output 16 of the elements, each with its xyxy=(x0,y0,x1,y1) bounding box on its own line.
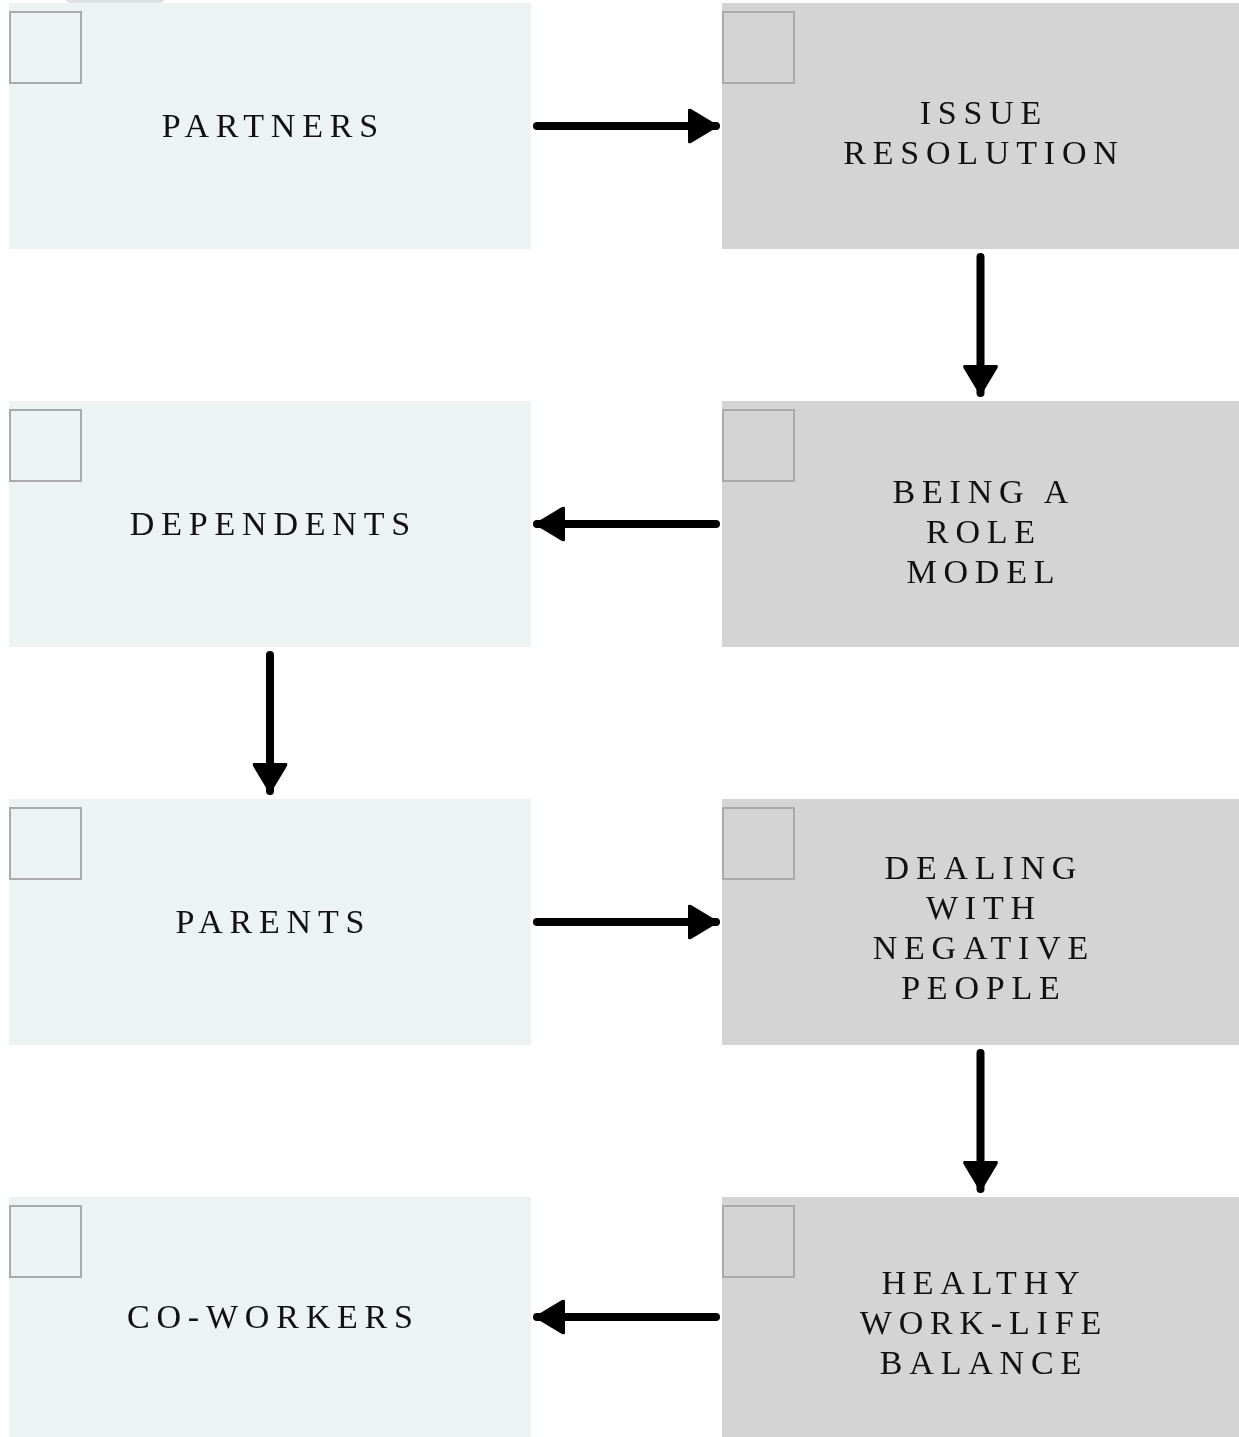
process-box xyxy=(722,3,1239,249)
box-label: DEPENDENTS xyxy=(128,503,417,544)
box-label: PARENTS xyxy=(174,901,372,942)
box-label: HEALTHY WORK-LIFE BALANCE xyxy=(858,1262,1109,1384)
process-box xyxy=(9,3,531,249)
process-box xyxy=(9,1197,531,1437)
box-label: CO-WORKERS xyxy=(126,1296,420,1337)
process-box xyxy=(722,1197,1239,1437)
process-box xyxy=(9,799,531,1045)
process-box xyxy=(722,799,1239,1045)
process-box xyxy=(9,401,531,647)
process-box xyxy=(722,401,1239,647)
box-label: BEING A ROLE MODEL xyxy=(891,471,1077,593)
box-label: DEALING WITH NEGATIVE PEOPLE xyxy=(871,847,1097,1009)
box-label: PARTNERS xyxy=(160,105,385,146)
box-label: ISSUE RESOLUTION xyxy=(842,92,1126,173)
